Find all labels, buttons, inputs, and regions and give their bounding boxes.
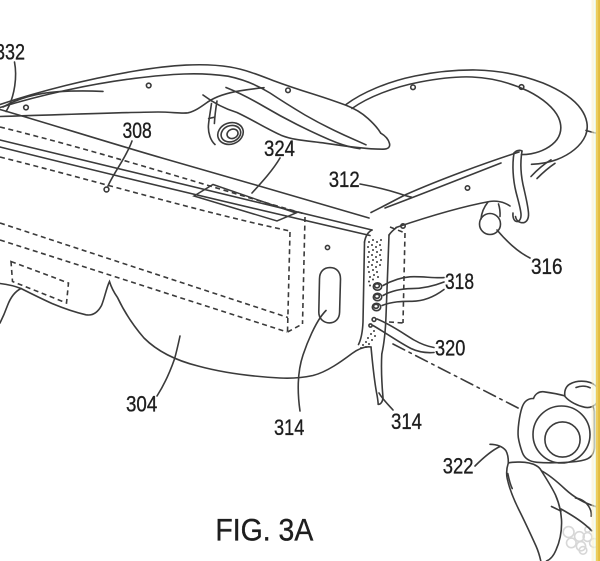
svg-text:332: 332 <box>0 40 25 65</box>
svg-text:304: 304 <box>126 392 157 417</box>
svg-text:318: 318 <box>445 269 474 294</box>
svg-text:314: 314 <box>391 409 422 434</box>
svg-text:324: 324 <box>264 136 295 161</box>
svg-text:FIG. 3A: FIG. 3A <box>215 511 313 547</box>
svg-text:312: 312 <box>329 167 360 192</box>
svg-text:322: 322 <box>443 454 474 479</box>
svg-text:320: 320 <box>435 336 465 361</box>
svg-text:316: 316 <box>531 254 563 279</box>
svg-text:308: 308 <box>123 118 152 143</box>
svg-text:314: 314 <box>274 415 304 440</box>
